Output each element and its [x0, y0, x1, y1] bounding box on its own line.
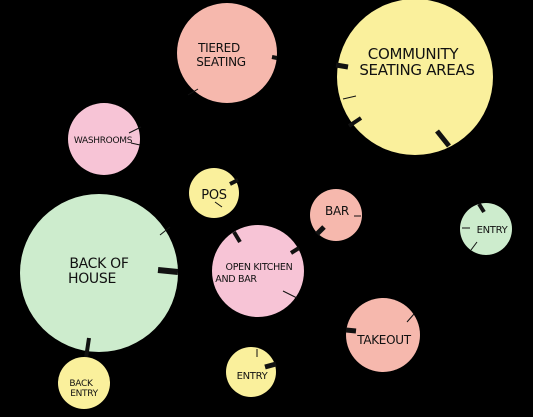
node-bar-label: BAR: [325, 204, 349, 218]
node-back-of-house-circle: [20, 194, 178, 352]
node-community-seating-label-line1: COMMUNITY: [368, 45, 460, 63]
node-back-entry-label-line2: ENTRY: [70, 389, 98, 399]
node-entry-bottom-label: ENTRY: [237, 371, 269, 382]
node-washrooms-circle: [68, 103, 140, 175]
node-back-of-house: BACK OF HOUSE: [20, 194, 179, 359]
node-back-of-house-label-line2: HOUSE: [68, 271, 116, 287]
node-entry-right: ENTRY: [460, 202, 512, 255]
connection-tick: [335, 62, 349, 70]
node-pos-label: POS: [201, 188, 226, 203]
node-tiered-seating-label-line2: SEATING: [196, 55, 246, 69]
node-entry-right-circle: [460, 203, 512, 255]
node-takeout: TAKEOUT: [345, 298, 420, 372]
node-back-of-house-label-line1: BACK OF: [69, 256, 129, 272]
connection-tick: [477, 202, 486, 214]
connection-tick: [159, 226, 171, 236]
node-open-kitchen-circle: [212, 225, 304, 317]
connection-tick: [282, 290, 298, 299]
connection-tick: [342, 95, 357, 100]
node-takeout-circle: [346, 298, 420, 372]
connection-tick: [264, 361, 277, 370]
connection-tick: [289, 246, 301, 255]
connection-tick: [157, 267, 179, 275]
connection-tick: [470, 241, 478, 251]
connection-tick: [187, 88, 199, 96]
connection-tick: [315, 225, 326, 236]
connection-tick: [347, 116, 363, 128]
node-open-kitchen: OPEN KITCHEN AND BAR: [212, 225, 304, 317]
connection-tick: [130, 142, 141, 146]
connection-tick: [435, 129, 451, 148]
connection-tick: [229, 178, 239, 186]
node-community-seating: COMMUNITY SEATING AREAS: [335, 0, 493, 155]
node-tiered-seating: TIERED SEATING: [177, 3, 278, 103]
node-bar: BAR: [310, 189, 362, 241]
node-pos: POS: [189, 168, 239, 218]
node-tiered-seating-circle: [177, 3, 277, 103]
connection-tick: [214, 201, 223, 208]
node-entry-bottom-circle: [226, 347, 276, 397]
connection-tick: [406, 313, 415, 323]
node-tiered-seating-label-line1: TIERED: [197, 41, 240, 55]
node-pos-circle: [189, 168, 239, 218]
connection-tick: [84, 337, 91, 359]
connection-tick: [345, 327, 357, 334]
node-back-entry: BACK ENTRY: [58, 357, 110, 409]
node-back-entry-label-line1: BACK: [69, 379, 94, 389]
node-back-entry-circle: [58, 357, 110, 409]
connection-tick: [232, 230, 242, 244]
connection-tick: [128, 126, 142, 134]
node-takeout-label: TAKEOUT: [356, 333, 411, 347]
node-open-kitchen-label-line2: AND BAR: [215, 274, 257, 285]
node-washrooms: WASHROOMS: [68, 103, 142, 175]
node-washrooms-label: WASHROOMS: [74, 136, 133, 146]
node-entry-bottom: ENTRY: [226, 347, 277, 397]
node-open-kitchen-label-line1: OPEN KITCHEN: [226, 262, 293, 273]
node-community-seating-label-line2: SEATING AREAS: [359, 61, 474, 79]
node-community-seating-circle: [337, 0, 493, 155]
connection-tick: [271, 55, 278, 60]
node-entry-right-label: ENTRY: [477, 225, 509, 236]
